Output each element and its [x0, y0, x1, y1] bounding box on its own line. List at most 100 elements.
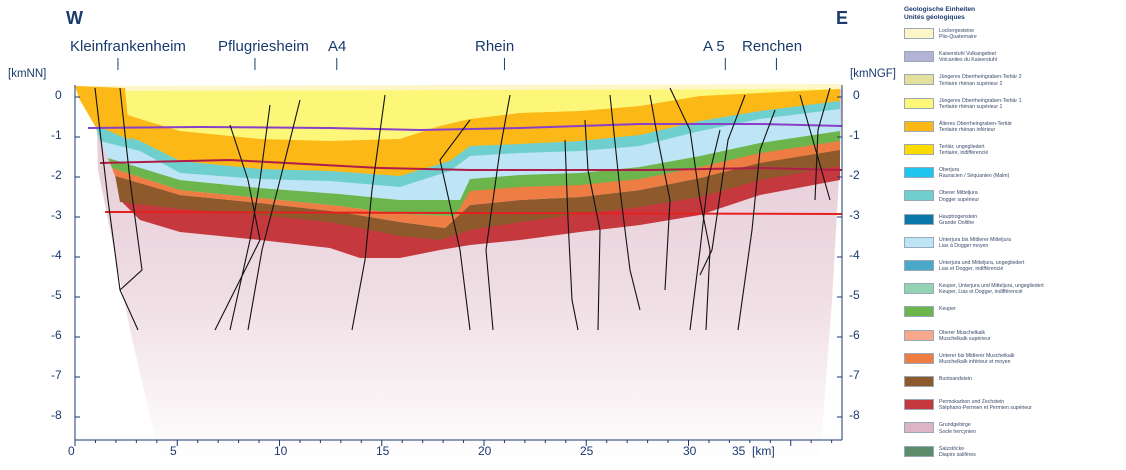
legend-swatch: [904, 352, 934, 364]
y-tick-left: -3: [51, 208, 62, 222]
x-tick-label: 15: [376, 444, 390, 458]
legend-label-de: Salzstöcke: [939, 445, 965, 452]
legend-label-de: Unterjura bis Mittlerer Mitteljura: [939, 236, 1012, 243]
legend-label-fr: Plio-Quaternaire: [939, 34, 977, 41]
y-tick-left: -1: [51, 128, 62, 142]
legend-swatch: [904, 51, 934, 63]
legend-label-fr: Volcanites du Kaiserstuhl: [939, 57, 997, 64]
quaternary-layer: [75, 84, 842, 91]
legend-swatch: [904, 399, 934, 411]
legend-label-de: Unterjura und Mitteljura, ungegliedert: [939, 260, 1025, 266]
y-tick-left: -5: [51, 288, 62, 302]
x-tick-label: 5: [170, 444, 177, 458]
muschelkalk-layer: [112, 140, 840, 228]
legend-label-fr: Socle hercynien: [939, 428, 976, 435]
place-renchen: Renchen: [742, 38, 803, 55]
y-tick-left: 0: [55, 88, 62, 102]
place-rhein: Rhein: [475, 38, 515, 55]
red-horizon: [104, 211, 843, 215]
legend-swatch: [904, 74, 934, 86]
legend-label-fr: Tertiaire rhénan inférieur: [939, 127, 996, 133]
legend-swatch: [904, 445, 934, 457]
legend-label-de: Hauptrogenstein: [939, 213, 978, 220]
x-axis-unit: [km]: [752, 444, 775, 458]
legend-label-fr: Stéphano-Permien et Permien supérieur: [939, 405, 1032, 412]
legend-label-de: Oberjura: [939, 167, 960, 174]
west-margin-block: [75, 86, 130, 140]
legend-label-de: Tertiär, ungegliedert: [939, 144, 985, 150]
y-tick-left: -8: [51, 408, 62, 422]
legend-label-de: Unterer bis Mittlerer Muschelkalk: [939, 352, 1015, 359]
west-label: W: [66, 8, 83, 28]
y-tick-right: -3: [849, 208, 860, 222]
left-axis-unit: [kmNN]: [8, 68, 47, 80]
legend-swatch: [904, 28, 934, 39]
y-tick-right: -1: [849, 128, 860, 142]
y-tick-left: -2: [51, 168, 62, 182]
legend-item: Keuper, Unterjura und Mitteljura, ungegl…: [904, 283, 1044, 295]
legend-label-de: Keuper: [939, 306, 956, 313]
place-markers: [117, 58, 777, 70]
place-a4: A4: [328, 38, 347, 55]
legend-label-fr: Grande Oolithe: [939, 219, 975, 226]
legend-swatch: [904, 213, 934, 225]
legend-item: Keuper: [904, 306, 956, 318]
x-tick-marks: [74, 440, 833, 446]
legend-label-fr: Lias et Dogger, indifférencié: [939, 266, 1004, 273]
legend-title-fr: Unités géologiques: [904, 14, 965, 21]
y-tick-left: -4: [51, 248, 62, 262]
legend-swatch: [904, 190, 934, 202]
axis-frame: [74, 85, 843, 441]
legend-swatch: [904, 97, 934, 109]
legend-swatch: [904, 422, 934, 434]
y-tick-right: -6: [849, 328, 860, 342]
permian-layer: [120, 165, 840, 258]
older-tertiary-layer: [80, 88, 840, 176]
legend-swatch: [904, 120, 934, 132]
legend-label-de: Lockergesteine: [939, 28, 975, 34]
buntsandstein-layer: [115, 148, 840, 240]
x-tick-label: 35: [732, 444, 746, 458]
x-tick-label: 20: [478, 444, 492, 458]
y-tick-left: -6: [51, 328, 62, 342]
legend-label-de: Buntsandstein: [939, 376, 972, 382]
legend-swatch: [904, 167, 934, 179]
place-pflugriesheim: Pflugriesheim: [218, 38, 309, 55]
darkred-horizon: [99, 158, 843, 171]
legend-label-fr: Muschelkalk supérieur: [939, 335, 991, 342]
legend-label-fr: Lias à Dogger moyen: [939, 243, 989, 249]
legend-swatch: [904, 283, 934, 295]
legend-label-de: Keuper, Unterjura und Mitteljura, ungegl…: [939, 283, 1044, 290]
y-tick-left: -7: [51, 368, 62, 382]
place-a5: A 5: [703, 38, 725, 55]
legend-label-fr: Muschelkalk inférieur et moyen: [939, 359, 1011, 365]
legend-swatch: [904, 260, 934, 271]
legend-label-fr: Dogger supérieur: [939, 196, 980, 203]
legend-swatch: [904, 236, 934, 248]
legend-label-fr: Diapirs salifères: [939, 451, 976, 458]
legend-swatch: [904, 144, 934, 155]
keuper-layer: [108, 130, 840, 216]
y-tick-right: -2: [849, 168, 860, 182]
x-tick-label: 10: [274, 444, 288, 458]
legend-label-de: Permokarbon und Zechstein: [939, 399, 1005, 406]
legend-item: Buntsandstein: [904, 376, 972, 387]
y-tick-right: -5: [849, 288, 860, 302]
legend-label-de: Jüngeres Oberrheingraben-Tertiär 2: [939, 74, 1022, 81]
legend-label-de: Oberer Muschelkalk: [939, 329, 986, 336]
